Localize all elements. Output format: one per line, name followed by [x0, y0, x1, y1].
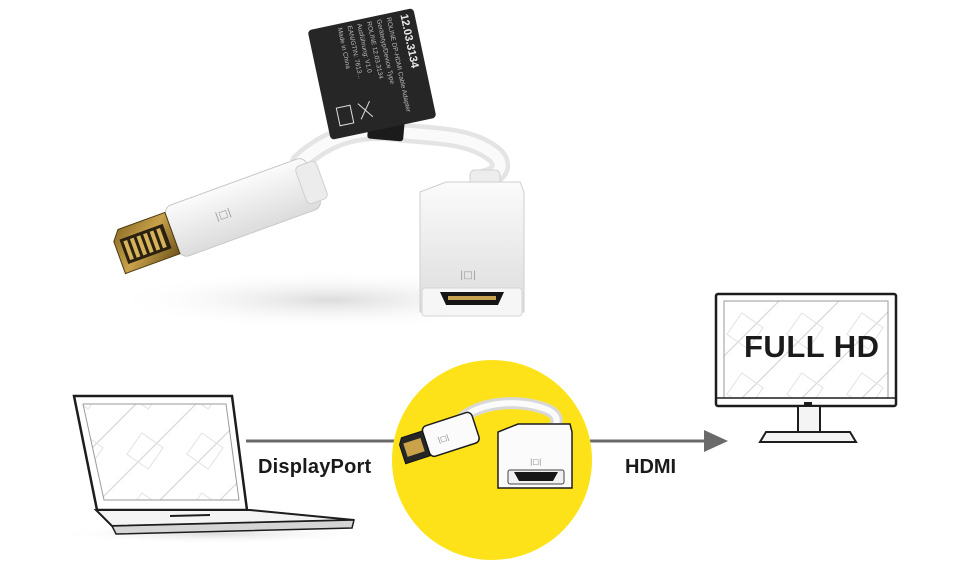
displayport-label: DisplayPort	[258, 456, 372, 478]
laptop-icon	[55, 394, 375, 544]
hdmi-label: HDMI	[625, 456, 677, 478]
displayport-plug-icon: |□|	[113, 158, 328, 275]
product-tag: 12.03.3134 ROLINE DP-HDMI Cable AdapterG…	[308, 8, 436, 140]
arrow-right-icon	[704, 430, 728, 452]
svg-text:|□|: |□|	[214, 207, 233, 223]
hdmi-socket-icon: |□|	[419, 169, 525, 317]
adapter-photo: 12.03.3134 ROLINE DP-HDMI Cable AdapterG…	[110, 8, 550, 330]
svg-text:|□|: |□|	[437, 433, 450, 444]
connection-line	[246, 430, 728, 452]
monitor-full-hd-label: FULL HD	[744, 329, 880, 364]
adapter-icon: |□| |□|	[392, 360, 592, 560]
monitor-icon	[714, 292, 898, 443]
svg-text:|□|: |□|	[530, 458, 541, 466]
svg-text:|□|: |□|	[460, 270, 476, 281]
